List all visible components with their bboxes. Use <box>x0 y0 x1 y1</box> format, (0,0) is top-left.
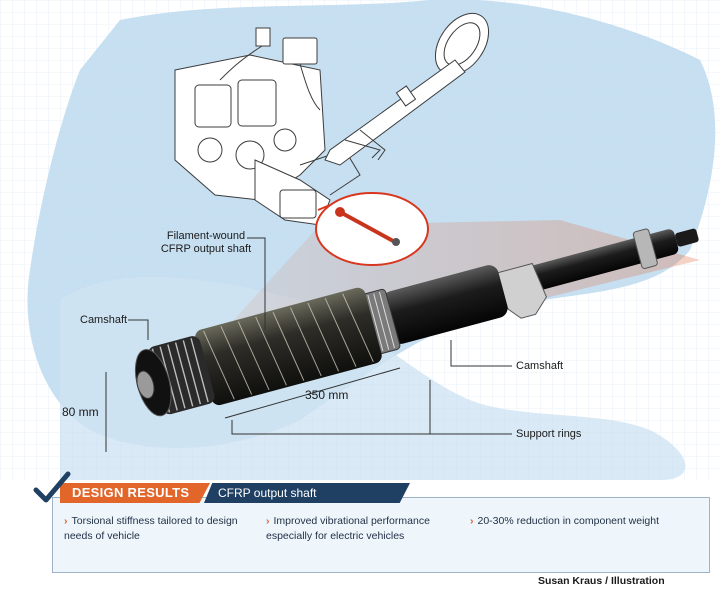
label-length: 350 mm <box>305 388 349 402</box>
label-camshaft-left: Camshaft <box>80 314 128 326</box>
chevron-right-icon: › <box>266 515 270 527</box>
leader-lines <box>105 237 512 452</box>
design-results-subtitle-bar <box>204 483 410 503</box>
label-support-rings: Support rings <box>516 428 582 440</box>
design-results-subtitle: CFRP output shaft <box>218 486 317 500</box>
illustration-credit: Susan Kraus / Illustration <box>538 575 665 587</box>
label-diameter: 80 mm <box>62 405 99 419</box>
chevron-right-icon: › <box>64 515 68 527</box>
checkmark-icon <box>33 471 71 503</box>
chevron-right-icon: › <box>470 515 474 527</box>
label-camshaft-right: Camshaft <box>516 360 564 372</box>
result-item: ›20-30% reduction in component weight <box>470 515 660 527</box>
design-results-title: DESIGN RESULTS <box>72 485 190 500</box>
result-item: ›Improved vibrational performance especi… <box>266 515 430 542</box>
design-results-badge <box>60 483 210 503</box>
cfrp-shaft-assembly <box>134 228 699 417</box>
label-output-shaft: Filament-wound CFRP output shaft <box>160 230 252 255</box>
engine-line-drawing <box>174 12 490 226</box>
result-item: ›Torsional stiffness tailored to design … <box>64 515 238 542</box>
